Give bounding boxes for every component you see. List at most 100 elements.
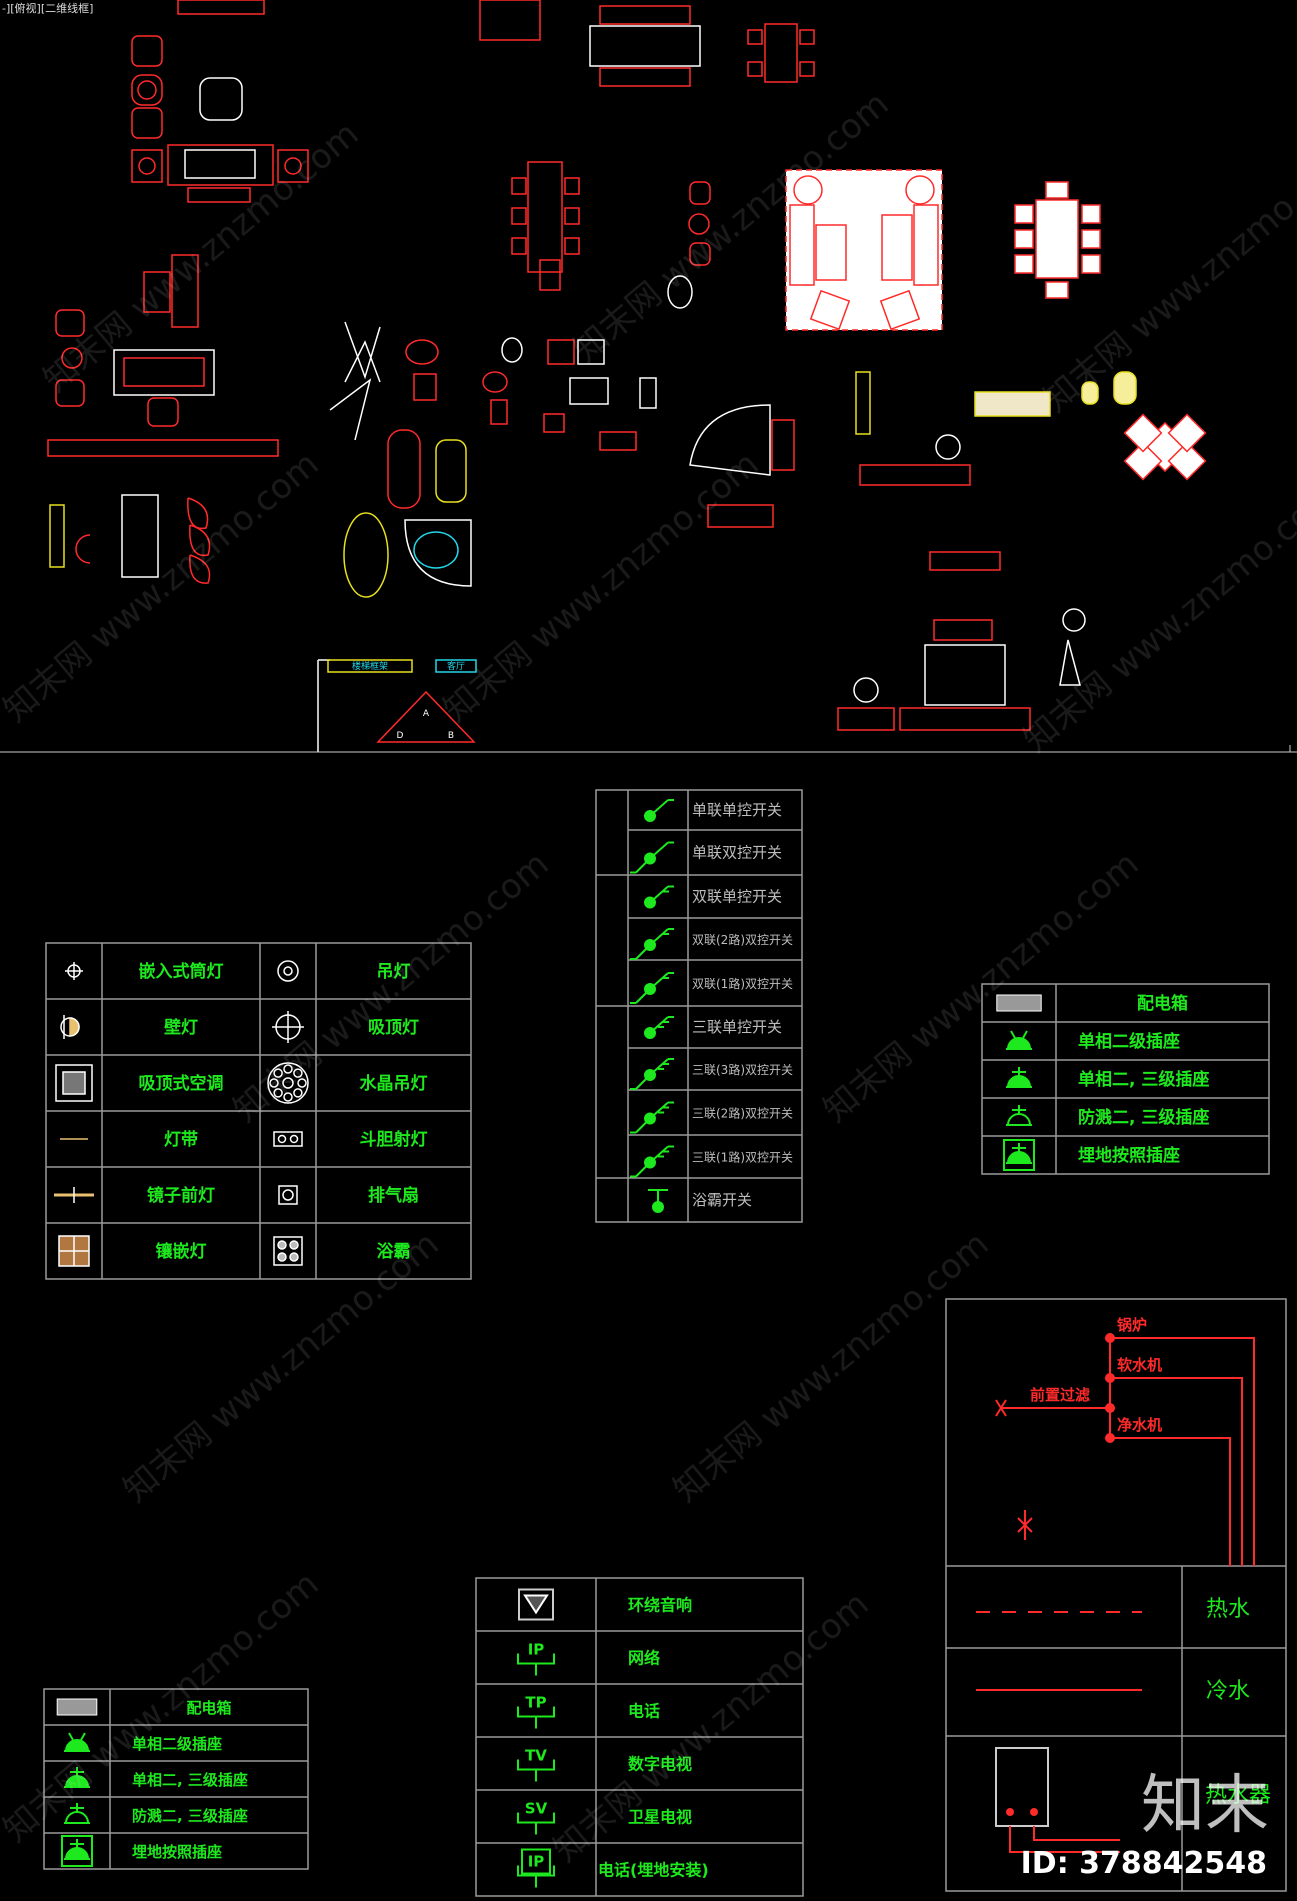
stair-labels: 楼梯框架 客厅 A B D <box>352 660 465 741</box>
stair-letter-b: B <box>448 731 454 741</box>
socket-label: 单相二, 三级插座 <box>132 1771 248 1789</box>
boiler-label: 锅炉 <box>1117 1316 1147 1334</box>
two-three-pin-socket-icon <box>1006 1067 1032 1088</box>
socket-label: 防溅二, 三级插座 <box>1078 1107 1209 1128</box>
switch-icon <box>630 841 674 874</box>
socket-label: 单相二, 三级插座 <box>1078 1069 1209 1090</box>
floor-socket-icon <box>61 1835 93 1867</box>
splashproof-socket-icon <box>1006 1105 1032 1126</box>
switch-icon <box>644 1016 674 1039</box>
outlet-ip-icon: IP <box>517 1641 555 1676</box>
lighting-label: 灯带 <box>164 1129 198 1150</box>
switch-label: 双联单控开关 <box>692 888 782 906</box>
speaker-icon <box>518 1588 554 1621</box>
water-pipe-diagram <box>976 1333 1255 1853</box>
switch-label: 双联(2路)双控开关 <box>692 932 793 947</box>
mirror-light-icon <box>54 1187 94 1203</box>
outlet-sv-icon: SV <box>517 1800 555 1835</box>
purifier-label: 净水机 <box>1117 1416 1162 1434</box>
weak-current-label: 数字电视 <box>628 1755 692 1774</box>
furniture-blocks <box>47 0 1207 752</box>
switch-icon <box>630 1101 674 1134</box>
cold-water-label: 冷水 <box>1206 1679 1250 1704</box>
ceiling-lamp-icon <box>272 1011 304 1043</box>
two-pin-socket-icon <box>1006 1030 1032 1050</box>
weak-current-label: 网络 <box>628 1649 660 1668</box>
recessed-downlight-icon <box>65 962 83 980</box>
stair-letter-d: D <box>397 731 404 741</box>
two-pin-socket-icon <box>64 1732 90 1752</box>
switch-label: 单联单控开关 <box>692 801 782 819</box>
outlet-code: TV <box>525 1747 547 1765</box>
outlet-code: SV <box>525 1800 548 1818</box>
lighting-label: 浴霸 <box>377 1241 411 1262</box>
switch-icon <box>630 1058 674 1090</box>
lighting-label: 嵌入式筒灯 <box>139 961 224 982</box>
outlet-tv-icon: TV <box>517 1747 555 1782</box>
bath-heater-switch-icon <box>648 1189 668 1213</box>
switch-label: 双联(1路)双控开关 <box>692 976 793 991</box>
switch-label: 三联(3路)双控开关 <box>692 1062 793 1077</box>
hot-water-label: 热水 <box>1206 1597 1250 1622</box>
socket-legend-title: 配电箱 <box>1137 993 1188 1014</box>
pendant-lamp-icon <box>277 960 299 982</box>
switch-label: 三联(1路)双控开关 <box>692 1150 793 1165</box>
stair-letter-a: A <box>423 709 430 719</box>
softener-label: 软水机 <box>1117 1356 1162 1374</box>
switch-label: 单联双控开关 <box>692 844 782 862</box>
outlet-code: TP <box>525 1694 546 1712</box>
water-legend: 锅炉 软水机 前置过滤 净水机 热水 冷水 热水器 <box>945 1298 1287 1892</box>
lighting-label: 吸顶灯 <box>368 1018 419 1038</box>
exhaust-fan-icon <box>278 1185 298 1205</box>
floor-socket-icon <box>1003 1139 1035 1171</box>
prefilter-label: 前置过滤 <box>1030 1386 1090 1404</box>
lighting-label: 镜子前灯 <box>147 1185 215 1206</box>
outlet-code: IP <box>528 1641 545 1659</box>
water-heater-label: 热水器 <box>1205 1783 1271 1808</box>
socket-label: 单相二级插座 <box>132 1735 222 1753</box>
splashproof-socket-icon <box>64 1803 90 1824</box>
wall-lamp-icon <box>60 1015 80 1039</box>
switch-icon <box>630 972 674 1004</box>
distribution-box-icon <box>56 1698 98 1716</box>
bath-heater-icon <box>273 1236 303 1266</box>
lighting-label: 吸顶式空调 <box>139 1073 224 1094</box>
switch-icon <box>644 799 674 822</box>
inlay-light-icon <box>58 1235 90 1267</box>
brand-logo: 知末 <box>1141 1769 1269 1843</box>
grille-spotlight-icon <box>273 1131 303 1147</box>
socket-label: 埋地按照插座 <box>132 1843 222 1861</box>
lighting-label: 镶嵌灯 <box>156 1241 207 1262</box>
two-three-pin-socket-icon <box>64 1767 90 1788</box>
switch-icon <box>630 928 674 960</box>
lighting-label: 排气扇 <box>368 1185 419 1206</box>
ceiling-ac-icon <box>55 1064 93 1102</box>
lighting-label: 壁灯 <box>164 1017 198 1038</box>
socket-label: 防溅二, 三级插座 <box>132 1807 248 1825</box>
switch-legend-table: 单联单控开关单联双控开关双联单控开关双联(2路)双控开关双联(1路)双控开关三联… <box>595 789 803 1223</box>
weak-current-label: 环绕音响 <box>628 1596 692 1615</box>
socket-label: 埋地按照插座 <box>1078 1145 1180 1166</box>
outlet-tp-icon: TP <box>517 1694 555 1729</box>
weak-current-label: 卫星电视 <box>628 1808 692 1827</box>
outlet-code: IP <box>528 1853 545 1871</box>
lighting-label: 斗胆射灯 <box>360 1129 428 1150</box>
weak-current-label: 电话(埋地安装) <box>598 1861 709 1880</box>
crystal-chandelier-icon <box>267 1062 309 1104</box>
switch-icon <box>644 885 674 909</box>
lighting-label: 水晶吊灯 <box>360 1073 428 1094</box>
socket-legend-title: 配电箱 <box>186 1699 231 1717</box>
weak-current-label: 电话 <box>628 1702 660 1721</box>
switch-icon <box>630 1145 674 1178</box>
switch-label: 三联单控开关 <box>692 1018 782 1036</box>
outlet-ip-icon: IP <box>517 1848 555 1888</box>
brand-id: ID: 378842548 <box>1020 1846 1267 1881</box>
lighting-label: 吊灯 <box>377 962 411 982</box>
stair-label-b: 客厅 <box>447 660 465 672</box>
stair-label-a: 楼梯框架 <box>352 660 388 672</box>
